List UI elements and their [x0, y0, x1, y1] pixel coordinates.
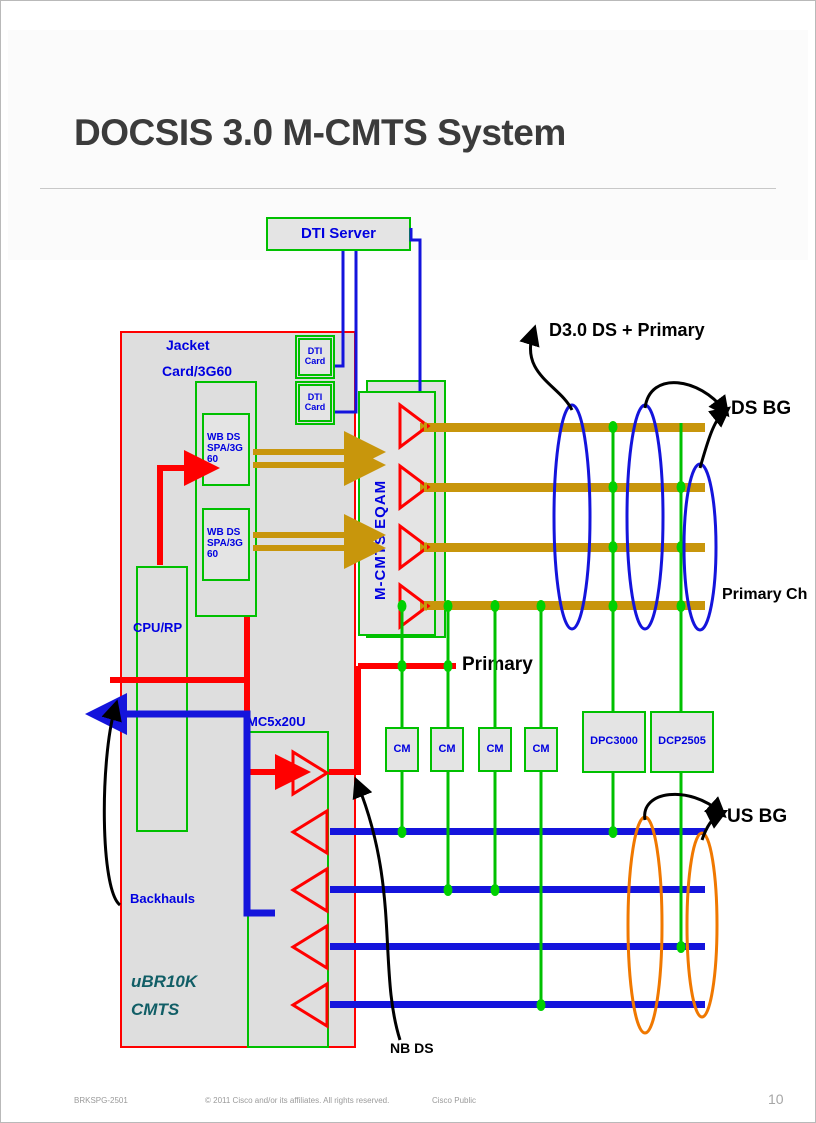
- footer-session-code: BRKSPG-2501: [74, 1096, 128, 1105]
- us-connection-nodes: [397, 826, 686, 1011]
- cm-box-2-label: CM: [438, 742, 456, 755]
- wb-ds-spa-1-line1: WB DS: [207, 432, 241, 444]
- ds-line-3: [420, 543, 705, 552]
- d30-ds-primary-annotation: D3.0 DS + Primary: [549, 320, 705, 340]
- dpc3000-label: DPC3000: [590, 735, 638, 748]
- footer-classification: Cisco Public: [432, 1096, 477, 1105]
- wb-ds-spa-1[interactable]: WB DS SPA/3G 60: [202, 413, 250, 486]
- wb-ds-spa-1-line2: SPA/3G: [207, 443, 243, 455]
- jacket-card-label-line2: Card/3G60: [162, 363, 233, 379]
- wb-ds-spa-2-line2: SPA/3G: [207, 538, 243, 550]
- ds-bonding-group-ellipses: [552, 403, 718, 632]
- cm-box-3[interactable]: CM: [478, 727, 512, 772]
- dti-card-1-line1: DTI: [307, 346, 323, 357]
- cm-box-4[interactable]: CM: [524, 727, 558, 772]
- footer-copyright: © 2011 Cisco and/or its affiliates. All …: [205, 1096, 390, 1105]
- wb-ds-spa-1-line3: 60: [207, 453, 219, 465]
- cpu-rp-box[interactable]: [136, 566, 188, 832]
- us-bg-annotation: US BG: [727, 806, 788, 827]
- dti-card-1-line2: Card: [304, 356, 326, 366]
- ds-line-4: [420, 601, 705, 610]
- cm-box-2[interactable]: CM: [430, 727, 464, 772]
- us-line-3: [330, 943, 705, 950]
- dcp2505-box[interactable]: DCP2505: [650, 711, 714, 773]
- cm-box-4-label: CM: [532, 742, 550, 755]
- dti-server-label: DTI Server: [300, 224, 377, 242]
- spa-carrier-frame: [195, 381, 257, 617]
- us-line-4: [330, 1001, 705, 1008]
- ubr10k-label-line1: uBR10K: [131, 972, 198, 991]
- title-divider: [40, 188, 776, 189]
- eqam-label: M-CMTS EQAM: [372, 479, 389, 600]
- dcp2505-label: DCP2505: [658, 735, 706, 748]
- backhauls-label: Backhauls: [130, 891, 196, 906]
- ubr10k-label-line2: CMTS: [131, 1000, 180, 1019]
- wb-ds-spa-2-line1: WB DS: [207, 527, 241, 539]
- wb-ds-spa-2-line3: 60: [207, 548, 219, 560]
- us-line-1: [330, 828, 705, 835]
- primary-annotation: Primary: [462, 654, 533, 675]
- dti-card-2-line1: DTI: [307, 392, 323, 403]
- ds-line-2: [420, 483, 705, 492]
- cm-box-1-label: CM: [393, 742, 411, 755]
- cm-box-3-label: CM: [486, 742, 504, 755]
- mc5x20u-label: MC5x20U: [247, 714, 306, 729]
- primary-feeder-line: [358, 663, 456, 669]
- primary-ch-annotation: Primary Ch: [722, 586, 808, 603]
- wb-ds-spa-2[interactable]: WB DS SPA/3G 60: [202, 508, 250, 581]
- dti-card-1[interactable]: DTI Card: [298, 338, 332, 376]
- footer-page-number: 10: [768, 1091, 784, 1107]
- mc5x20u-card[interactable]: [247, 731, 329, 1048]
- dti-card-2[interactable]: DTI Card: [298, 384, 332, 422]
- cpu-rp-label: CPU/RP: [133, 620, 183, 635]
- dti-card-2-line2: Card: [304, 402, 326, 412]
- ds-line-1: [420, 423, 705, 432]
- dti-server-box[interactable]: DTI Server: [266, 217, 411, 251]
- jacket-card-label-line1: Jacket: [166, 337, 210, 353]
- ds-bg-annotation: DS BG: [731, 398, 792, 419]
- us-line-2: [330, 886, 705, 893]
- cm-box-1[interactable]: CM: [385, 727, 419, 772]
- nb-ds-annotation: NB DS: [390, 1040, 434, 1056]
- page-title: DOCSIS 3.0 M-CMTS System: [74, 112, 566, 153]
- dpc3000-box[interactable]: DPC3000: [582, 711, 646, 773]
